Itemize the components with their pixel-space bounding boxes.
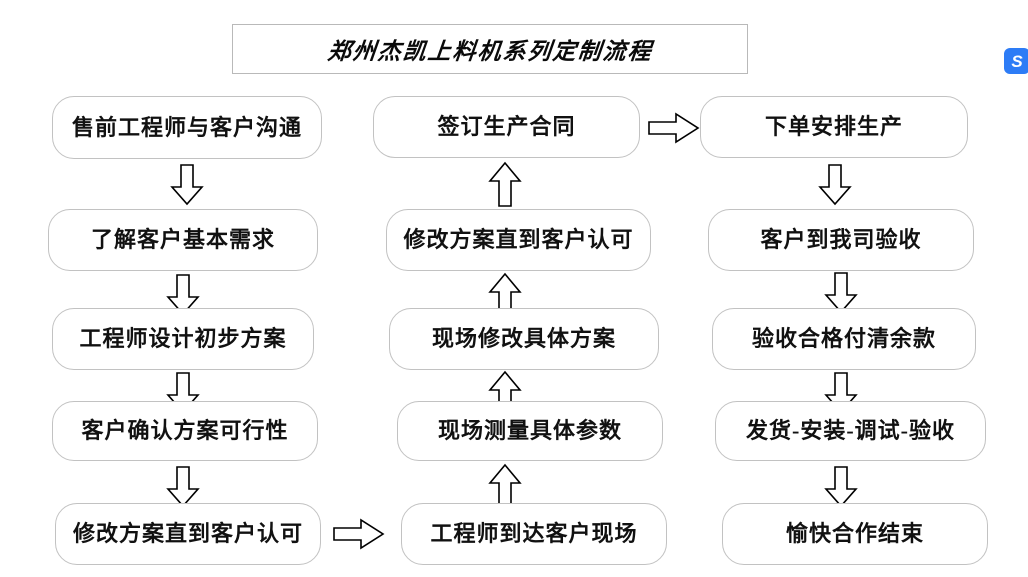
node-col3-2-label: 客户到我司验收	[760, 227, 922, 252]
node-col1-4-label: 客户确认方案可行性	[81, 418, 289, 443]
node-col1-2[interactable]: 了解客户基本需求	[48, 209, 318, 271]
node-col1-5[interactable]: 修改方案直到客户认可	[55, 503, 321, 565]
node-col3-2[interactable]: 客户到我司验收	[708, 209, 974, 271]
node-col3-1[interactable]: 下单安排生产	[700, 96, 968, 158]
arrow-col1-4-to-5	[164, 466, 202, 508]
node-col1-3[interactable]: 工程师设计初步方案	[52, 308, 314, 370]
node-col2-1[interactable]: 签订生产合同	[373, 96, 640, 158]
node-col3-4-label: 发货-安装-调试-验收	[746, 418, 955, 443]
node-col3-1-label: 下单安排生产	[764, 114, 903, 139]
node-col2-5-label: 工程师到达客户现场	[430, 521, 638, 546]
node-col1-3-label: 工程师设计初步方案	[79, 326, 287, 351]
node-col2-2[interactable]: 修改方案直到客户认可	[386, 209, 651, 271]
chart-title: 郑州杰凯上料机系列定制流程	[325, 39, 654, 64]
node-col3-4[interactable]: 发货-安装-调试-验收	[715, 401, 986, 461]
node-col3-5-label: 愉快合作结束	[785, 521, 924, 546]
arrow-col2-to-col3	[648, 112, 700, 144]
arrow-col2-5-to-4	[486, 463, 524, 507]
arrow-col1-2-to-3	[164, 274, 202, 316]
node-col2-3[interactable]: 现场修改具体方案	[389, 308, 659, 370]
arrow-col3-1-to-2	[816, 164, 854, 206]
node-col3-3-label: 验收合格付清余款	[751, 326, 936, 351]
arrow-col3-4-to-5	[822, 466, 860, 508]
arrow-col2-2-to-1	[486, 161, 524, 209]
node-col2-2-label: 修改方案直到客户认可	[403, 227, 634, 252]
node-col3-5[interactable]: 愉快合作结束	[722, 503, 988, 565]
site-logo-watermark: S	[1004, 48, 1028, 74]
node-col2-4-label: 现场测量具体参数	[437, 418, 622, 443]
node-col1-5-label: 修改方案直到客户认可	[72, 521, 303, 546]
chart-title-box: 郑州杰凯上料机系列定制流程	[232, 24, 748, 74]
node-col1-2-label: 了解客户基本需求	[90, 227, 275, 252]
node-col1-1-label: 售前工程师与客户沟通	[71, 114, 302, 140]
logo-s-icon: S	[1011, 51, 1023, 71]
node-col2-5[interactable]: 工程师到达客户现场	[401, 503, 667, 565]
node-col1-4[interactable]: 客户确认方案可行性	[52, 401, 318, 461]
node-col3-3[interactable]: 验收合格付清余款	[712, 308, 976, 370]
arrow-col1-to-col2	[333, 518, 385, 550]
arrow-col3-2-to-3	[822, 272, 860, 314]
node-col2-3-label: 现场修改具体方案	[431, 326, 616, 351]
node-col1-1[interactable]: 售前工程师与客户沟通	[52, 96, 322, 159]
node-col2-1-label: 签订生产合同	[437, 114, 576, 139]
node-col2-4[interactable]: 现场测量具体参数	[397, 401, 663, 461]
arrow-col1-1-to-2	[168, 164, 206, 206]
